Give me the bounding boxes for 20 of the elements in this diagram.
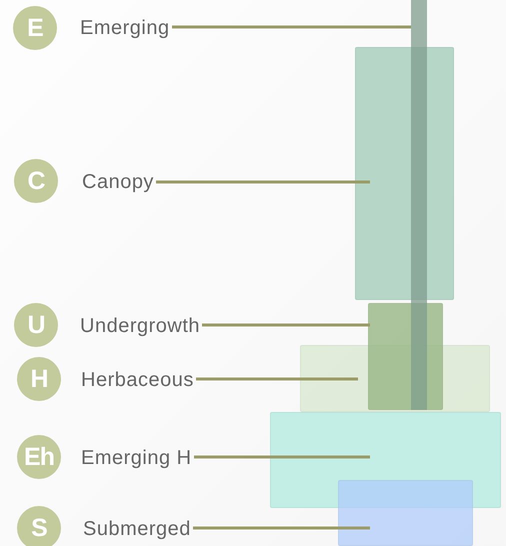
leader-line: [202, 324, 370, 326]
leader-line: [172, 26, 411, 28]
leader-line: [156, 180, 370, 184]
letter-badge: E: [13, 6, 57, 50]
layer-label: Emerging: [80, 16, 170, 40]
leader-line: [193, 526, 370, 530]
layer-label: Undergrowth: [80, 314, 200, 338]
letter-badge: U: [14, 303, 58, 347]
leader-line: [196, 378, 358, 380]
letter-badge: S: [17, 506, 61, 546]
leader-line: [194, 456, 370, 458]
layer-block: [338, 480, 473, 546]
layer-label: Emerging H: [81, 446, 192, 470]
letter-badge: H: [17, 357, 61, 401]
stem-bar: [411, 0, 427, 410]
layer-label: Herbaceous: [81, 368, 194, 392]
layer-label: Submerged: [83, 517, 191, 541]
letter-badge: C: [14, 159, 58, 203]
letter-badge: Eh: [17, 435, 61, 479]
layer-label: Canopy: [82, 170, 154, 194]
